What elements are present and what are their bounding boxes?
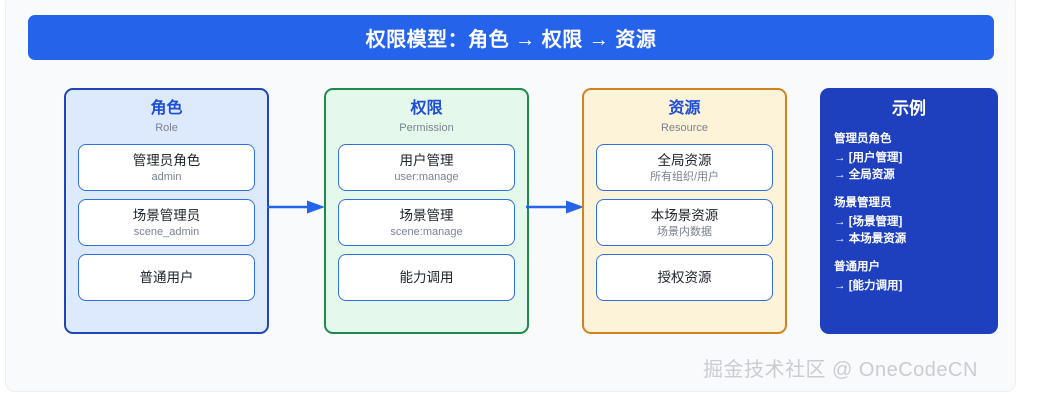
- card-subtitle: user:manage: [394, 170, 459, 183]
- example-group-line: → [能力调用]: [834, 280, 903, 292]
- watermark: 掘金技术社区 @ OneCodeCN: [703, 359, 978, 381]
- panel-example-title: 示例: [892, 99, 926, 118]
- card-permission-scene-manage[interactable]: 场景管理 scene:manage: [338, 199, 515, 246]
- example-group-heading: 普通用户: [834, 261, 880, 273]
- arrow-permission-to-resource-icon: [526, 200, 584, 214]
- card-title: 全局资源: [657, 152, 712, 168]
- card-title: 场景管理员: [132, 207, 201, 223]
- column-resource: 资源 Resource 全局资源 所有组织/用户 本场景资源 场景内数据 授权资…: [582, 88, 787, 334]
- card-subtitle: scene:manage: [390, 225, 463, 238]
- card-title: 场景管理: [399, 207, 454, 223]
- example-group-line: → 全局资源: [834, 169, 895, 181]
- card-resource-global[interactable]: 全局资源 所有组织/用户: [596, 144, 773, 191]
- example-group-normal-user: 普通用户 → [能力调用]: [834, 259, 984, 295]
- card-subtitle: scene_admin: [133, 225, 200, 238]
- example-group-line: → [用户管理]: [834, 152, 903, 164]
- column-role: 角色 Role 管理员角色 admin 场景管理员 scene_admin 普通…: [64, 88, 269, 334]
- panel-example: 示例 管理员角色 → [用户管理] → 全局资源 场景管理员 → [场景管理] …: [820, 88, 998, 334]
- column-role-subtitle: Role: [155, 122, 178, 134]
- card-role-scene-admin[interactable]: 场景管理员 scene_admin: [78, 199, 255, 246]
- card-title: 本场景资源: [650, 207, 719, 223]
- column-permission: 权限 Permission 用户管理 user:manage 场景管理 scen…: [324, 88, 529, 334]
- page-title: 权限模型：角色 → 权限 → 资源: [365, 29, 657, 51]
- card-title: 授权资源: [657, 269, 712, 285]
- example-group-heading: 场景管理员: [834, 197, 892, 209]
- column-role-title: 角色: [150, 100, 183, 117]
- card-subtitle: 所有组织/用户: [649, 170, 720, 183]
- column-permission-title: 权限: [410, 100, 443, 117]
- card-permission-user-manage[interactable]: 用户管理 user:manage: [338, 144, 515, 191]
- diagram-canvas: 权限模型：角色 → 权限 → 资源 角色 Role 管理员角色 admin 场景…: [5, 0, 1016, 392]
- card-title: 用户管理: [399, 152, 454, 168]
- example-group-admin: 管理员角色 → [用户管理] → 全局资源: [834, 131, 984, 184]
- example-group-line: → 本场景资源: [834, 233, 907, 245]
- column-permission-subtitle: Permission: [399, 122, 454, 134]
- arrow-role-to-permission-icon: [267, 200, 325, 214]
- example-group-heading: 管理员角色: [834, 133, 892, 145]
- example-group-line: → [场景管理]: [834, 216, 903, 228]
- column-resource-subtitle: Resource: [660, 122, 709, 134]
- card-subtitle: 场景内数据: [657, 225, 712, 238]
- column-role-card-list: 管理员角色 admin 场景管理员 scene_admin 普通用户: [66, 144, 267, 301]
- card-subtitle: admin: [151, 170, 182, 183]
- card-title: 能力调用: [399, 269, 454, 285]
- card-title: 普通用户: [139, 269, 194, 285]
- card-title: 管理员角色: [132, 152, 201, 168]
- example-group-scene-admin: 场景管理员 → [场景管理] → 本场景资源: [834, 195, 984, 248]
- card-resource-authorized[interactable]: 授权资源: [596, 254, 773, 301]
- column-resource-title: 资源: [668, 100, 701, 117]
- column-resource-card-list: 全局资源 所有组织/用户 本场景资源 场景内数据 授权资源: [584, 144, 785, 301]
- card-resource-scene[interactable]: 本场景资源 场景内数据: [596, 199, 773, 246]
- card-permission-capability-call[interactable]: 能力调用: [338, 254, 515, 301]
- column-permission-card-list: 用户管理 user:manage 场景管理 scene:manage 能力调用: [326, 144, 527, 301]
- card-role-normal-user[interactable]: 普通用户: [78, 254, 255, 301]
- diagram-title-banner: 权限模型：角色 → 权限 → 资源: [28, 15, 994, 60]
- card-role-admin[interactable]: 管理员角色 admin: [78, 144, 255, 191]
